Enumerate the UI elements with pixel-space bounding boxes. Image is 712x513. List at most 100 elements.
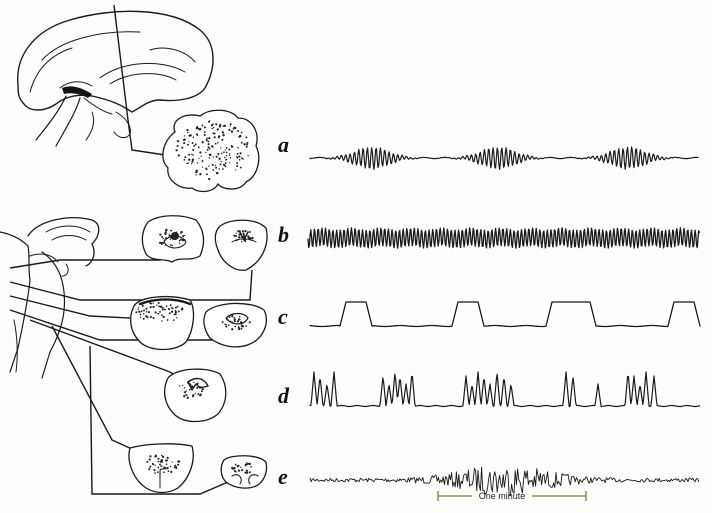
stipple-dot xyxy=(236,152,239,155)
stipple-dot xyxy=(157,312,160,315)
stipple-dot xyxy=(209,147,211,150)
stipple-dot xyxy=(238,158,241,161)
stipple-dot xyxy=(236,162,239,164)
stipple-dot xyxy=(235,232,237,234)
stipple-dot xyxy=(200,155,202,157)
brainstem-section-c2 xyxy=(203,302,267,348)
trace-label-d: d xyxy=(278,383,290,408)
stipple-dot xyxy=(218,157,221,160)
stipple-dot xyxy=(161,454,163,457)
stipple-dot xyxy=(165,463,168,466)
stipple-dot xyxy=(199,173,202,176)
stipple-dot xyxy=(159,310,161,313)
stipple-dot xyxy=(216,172,219,175)
stipple-dot xyxy=(161,308,164,311)
stipple-dot xyxy=(142,313,145,315)
stipple-dot xyxy=(174,309,177,312)
stipple-dot xyxy=(248,321,251,324)
stipple-dot xyxy=(184,156,187,159)
stipple-dot xyxy=(157,301,160,305)
stipple-dot xyxy=(183,238,186,242)
stipple-dot xyxy=(205,139,208,142)
stipple-dot xyxy=(240,236,243,239)
eeg-trace-b xyxy=(307,227,700,249)
stipple-dot xyxy=(216,128,219,131)
stipple-dot xyxy=(176,305,179,308)
stipple-dot xyxy=(173,238,175,240)
stipple-dot xyxy=(201,141,204,144)
stipple-dot xyxy=(155,455,157,458)
stipple-dot xyxy=(182,384,184,387)
stipple-dot xyxy=(191,158,195,161)
stipple-dot xyxy=(161,455,165,458)
stipple-dot xyxy=(246,464,248,466)
stipple-dot xyxy=(233,466,236,470)
stipple-dot xyxy=(162,315,165,319)
stipple-dot xyxy=(229,320,232,323)
stipple-dot xyxy=(240,131,243,134)
stipple-dot xyxy=(236,320,240,323)
stipple-dot xyxy=(157,457,160,460)
stipple-dot xyxy=(248,471,251,474)
stipple-dot xyxy=(235,471,237,473)
stipple-dot xyxy=(154,464,156,466)
stipple-dot xyxy=(165,237,167,240)
stipple-dot xyxy=(149,302,152,305)
stipple-dot xyxy=(211,127,214,130)
stipple-dot xyxy=(157,466,160,469)
stipple-dot xyxy=(201,124,204,127)
stipple-dot xyxy=(231,313,234,316)
stipple-dot xyxy=(201,160,204,163)
stipple-dot xyxy=(243,143,246,146)
stipple-dot xyxy=(183,159,186,161)
stipple-dot xyxy=(161,320,163,322)
stipple-dot xyxy=(169,304,172,306)
stipple-dot xyxy=(154,311,157,313)
stipple-dot xyxy=(225,154,228,157)
stipple-dot xyxy=(145,315,148,318)
eeg-trace-d xyxy=(309,371,701,408)
stipple-dot xyxy=(165,305,168,307)
stipple-dot xyxy=(214,142,217,145)
stipple-dot xyxy=(222,163,226,166)
eeg-trace-a xyxy=(309,146,699,170)
stipple-dot xyxy=(212,169,215,171)
stipple-dot xyxy=(242,158,244,160)
stipple-dot xyxy=(192,154,194,156)
stipple-dot xyxy=(155,454,157,456)
stipple-dot xyxy=(169,465,172,468)
stipple-dot xyxy=(200,386,202,388)
stipple-dot xyxy=(169,244,172,246)
stipple-dot xyxy=(161,461,164,463)
stipple-dot xyxy=(196,134,199,137)
stipple-dot xyxy=(222,168,224,170)
stipple-dot xyxy=(246,141,249,145)
stipple-dot xyxy=(238,236,241,239)
stipple-dot xyxy=(199,151,202,154)
stipple-dot xyxy=(208,177,211,181)
stipple-dot xyxy=(166,319,169,321)
stipple-dot xyxy=(174,313,177,315)
stipple-dot xyxy=(215,166,218,169)
stipple-dot xyxy=(226,318,229,321)
stipple-dot xyxy=(181,146,184,149)
stipple-dot xyxy=(152,302,154,305)
stipple-dot xyxy=(239,166,242,169)
stipple-dot xyxy=(152,316,155,319)
stipple-dot xyxy=(224,162,227,165)
stipple-dot xyxy=(224,149,226,151)
stipple-dot xyxy=(188,134,191,137)
stipple-dot xyxy=(170,310,174,313)
stipple-dot xyxy=(147,311,150,314)
stipple-dot xyxy=(245,136,248,139)
stipple-dot xyxy=(188,153,191,156)
stipple-dot xyxy=(186,128,189,132)
stipple-dot xyxy=(191,153,193,155)
stipple-dot xyxy=(242,233,245,236)
stipple-dot xyxy=(187,143,189,146)
stipple-dot xyxy=(235,239,238,242)
stipple-dot xyxy=(185,390,188,392)
stipple-dot xyxy=(244,230,247,233)
stipple-dot xyxy=(137,307,140,309)
trace-label-e: e xyxy=(278,464,288,489)
